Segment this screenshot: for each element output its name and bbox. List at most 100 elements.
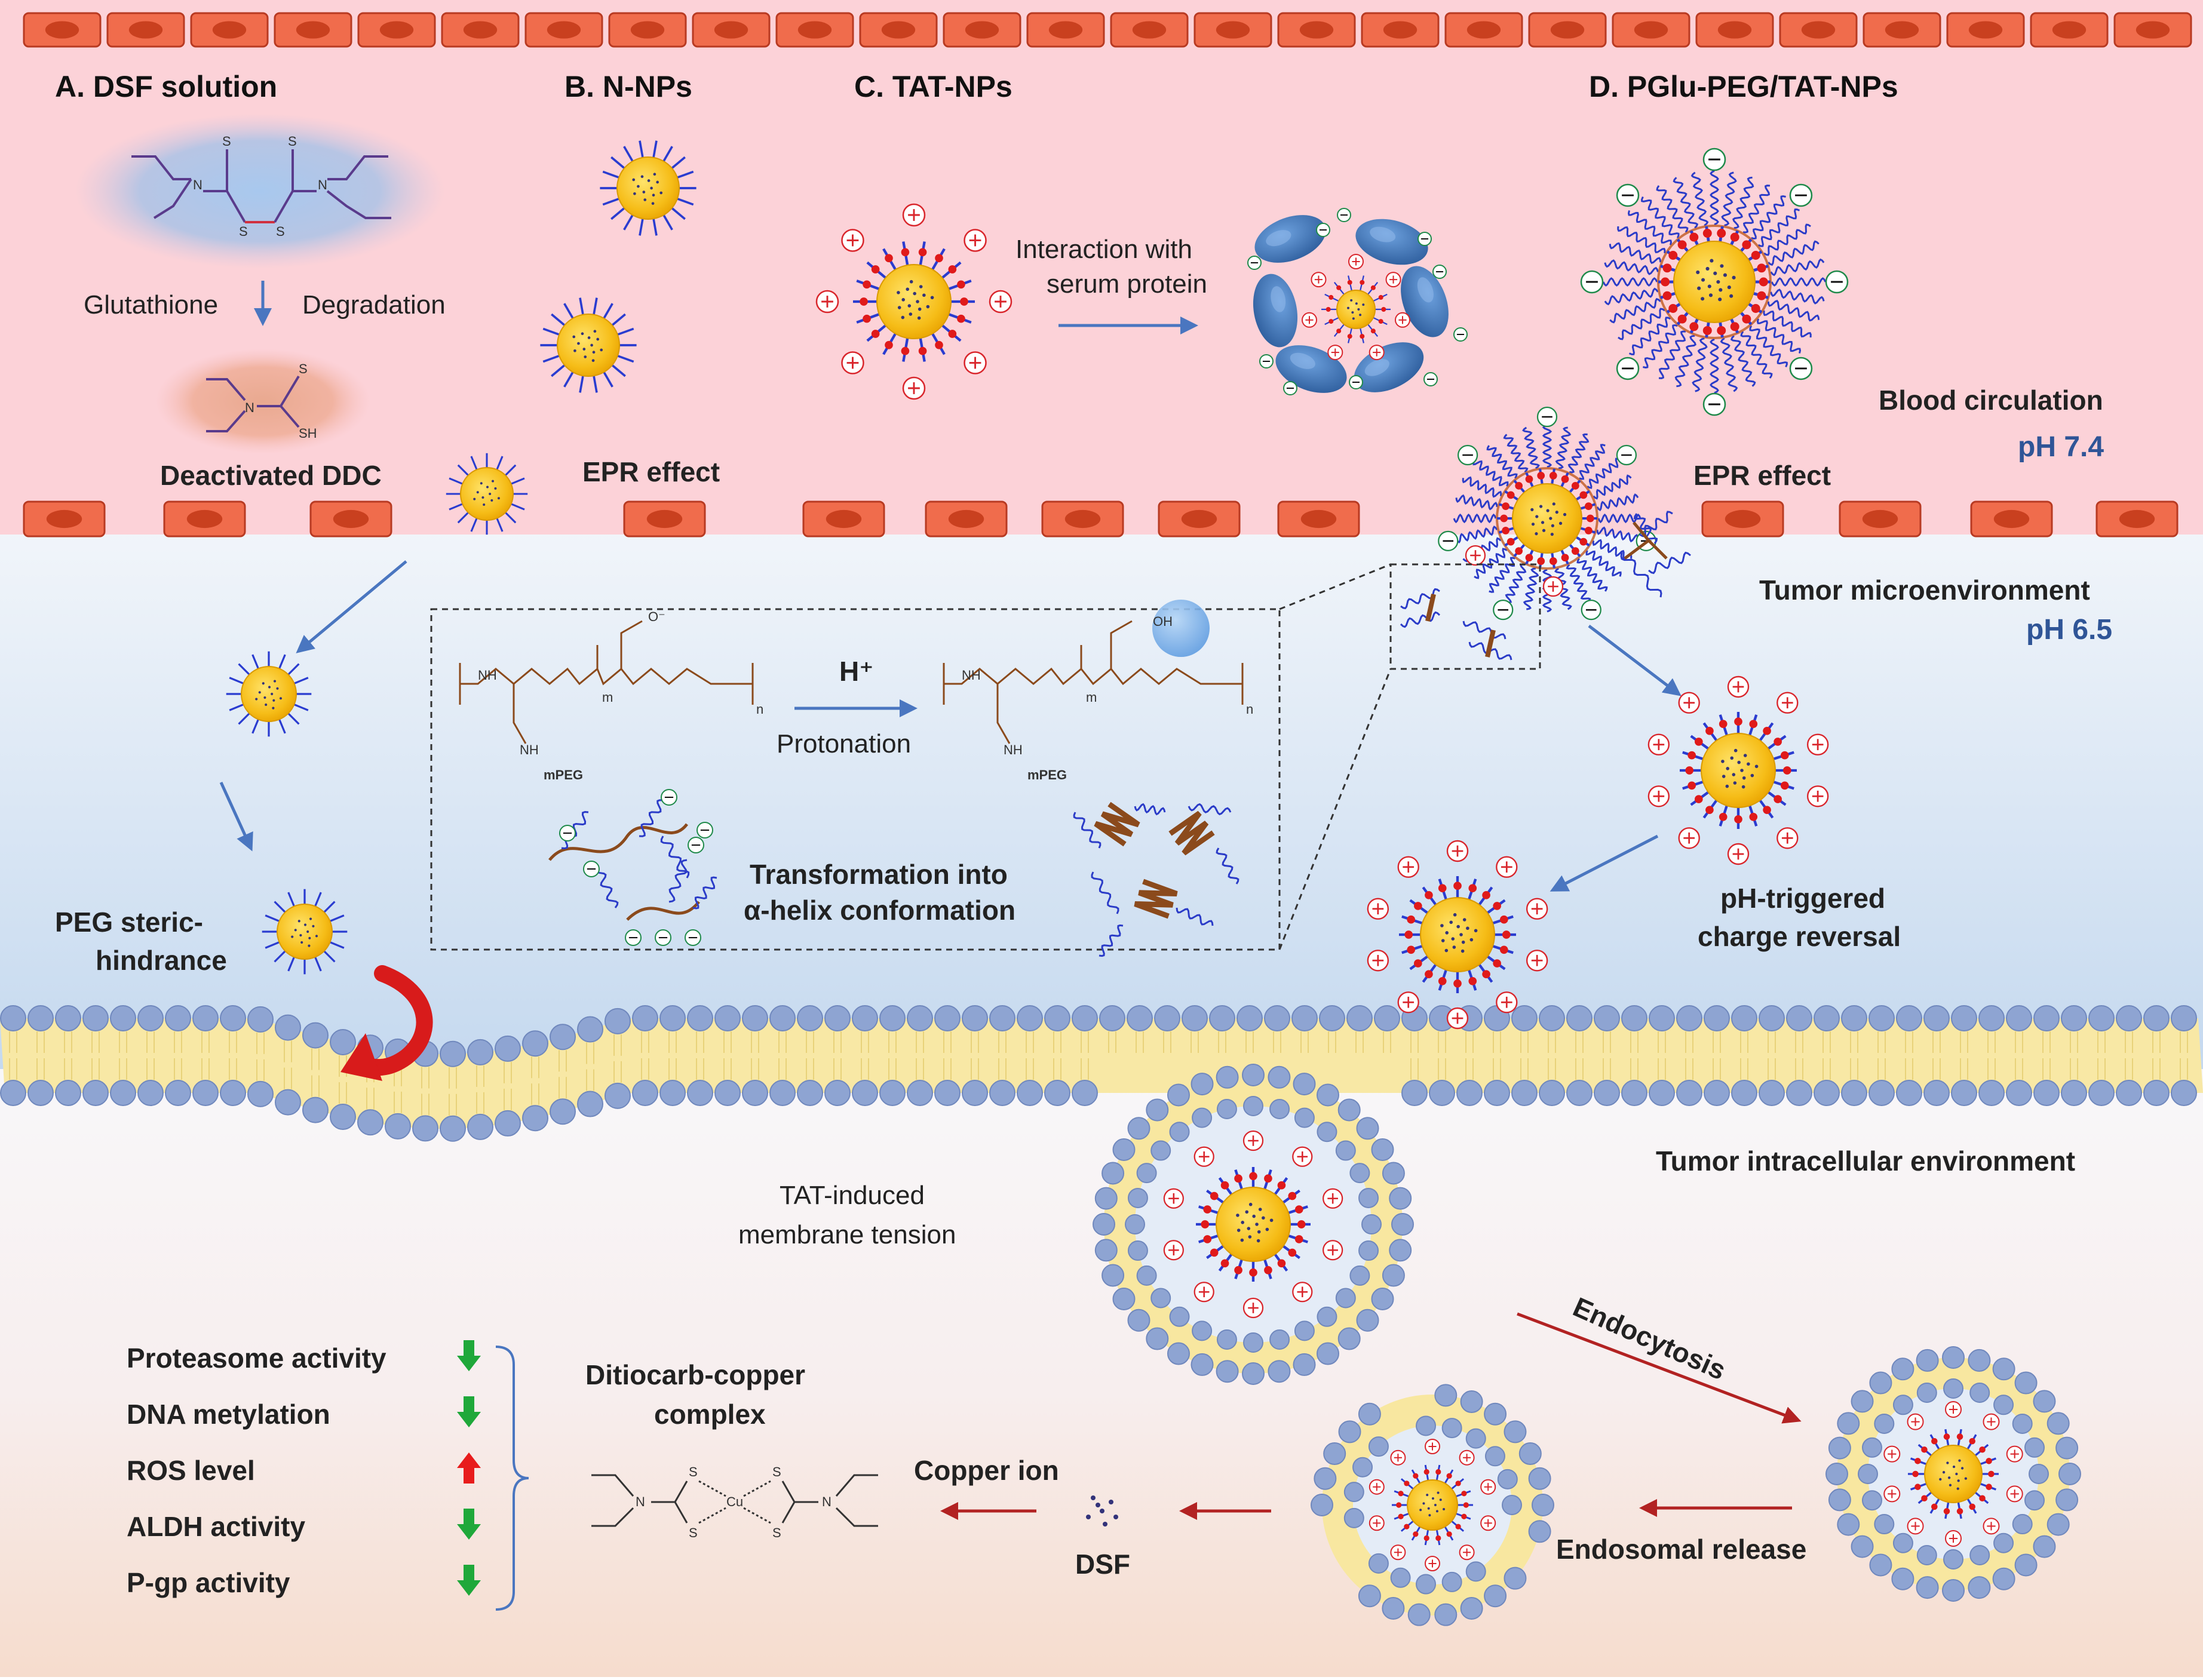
lipid-head: [2055, 1488, 2079, 1512]
lipid-head: [1676, 1080, 1702, 1106]
peg-chain: [449, 503, 463, 511]
tat-peptide-dot: [1757, 291, 1766, 300]
peg-wave: [1579, 444, 1606, 480]
blood-vessel-region: [0, 0, 2203, 535]
cell-nucleus: [1300, 509, 1337, 529]
lipid-head: [1368, 1553, 1389, 1574]
lipid-head: [522, 1105, 548, 1132]
lipid-head: [1317, 1306, 1337, 1327]
lipid-head: [1916, 1576, 1939, 1599]
peg-chain: [293, 704, 309, 711]
peg-chain: [323, 950, 336, 963]
microenvironment-region: [0, 532, 2203, 1069]
dsf-atom-s-4: S: [276, 224, 285, 239]
lipid-head: [2046, 1513, 2070, 1536]
lipid-head: [1072, 1005, 1098, 1031]
lipid-head: [1814, 1080, 1840, 1106]
tat-peptide-dot: [1702, 325, 1712, 335]
lipid-head: [714, 1080, 741, 1106]
ddc-molecule: [206, 375, 300, 432]
np-core: [241, 666, 297, 722]
drug-dot: [909, 312, 913, 316]
drug-dot: [930, 296, 934, 300]
np-core: [277, 904, 333, 960]
tat-peptide-dot: [1561, 554, 1569, 562]
drug-dot: [1956, 1487, 1959, 1490]
tat-peptide-dot: [1425, 970, 1433, 978]
lipid-head: [0, 1080, 26, 1106]
tat-peptide-dot: [1695, 738, 1703, 746]
tat-peptide-dot: [1499, 945, 1508, 954]
section-b-title: B. N-NPs: [564, 70, 692, 103]
peg-wave: [1489, 557, 1515, 593]
lipid-head: [1969, 1382, 1990, 1403]
drug-dot: [1726, 767, 1729, 770]
peg-wave: [1585, 550, 1622, 577]
lipid-head: [1349, 1163, 1370, 1184]
peg-wave: [1768, 240, 1820, 266]
tat-peptide-dot: [1571, 547, 1579, 555]
tat-peptide-dot: [1502, 502, 1510, 511]
lipid-head: [1896, 1080, 1922, 1106]
effect-label: P-gp activity: [127, 1567, 290, 1598]
lipid-head: [1891, 1567, 1914, 1590]
lipid-head: [1594, 1005, 1620, 1031]
effect-label: DNA metylation: [127, 1399, 330, 1430]
drug-dot: [1427, 1507, 1430, 1510]
lipid-head: [2058, 1463, 2081, 1485]
tat-peptide-dot: [863, 280, 871, 289]
np-core: [557, 314, 620, 377]
drug-dot: [490, 499, 493, 502]
tat-peptide-dot: [1438, 884, 1447, 893]
n-np-particle: [446, 453, 528, 535]
lipid-head: [467, 1039, 493, 1065]
drug-dot: [1434, 1504, 1437, 1506]
lipid-head: [1504, 1567, 1527, 1590]
lipid-head: [1649, 1005, 1675, 1031]
effect-label: ALDH activity: [127, 1511, 305, 1542]
lipid-head: [1566, 1005, 1593, 1031]
lipid-head: [1528, 1467, 1551, 1490]
drug-dot: [299, 933, 302, 937]
drug-dot: [656, 180, 659, 184]
tat-peptide-dot: [901, 248, 910, 257]
tat-peptide-dot: [1413, 1473, 1419, 1479]
tat-peptide-dot: [1502, 930, 1511, 939]
tat-peptide-dot: [1493, 902, 1501, 910]
drug-dot: [1440, 924, 1444, 927]
cell-nucleus: [296, 21, 330, 39]
drug-dot: [1461, 940, 1465, 944]
lipid-head: [1146, 1098, 1169, 1122]
tat-peptide-dot: [1506, 491, 1515, 499]
tat-peptide-dot: [1702, 229, 1712, 238]
lipid-head: [577, 1016, 603, 1043]
ddc-atom-s: S: [299, 361, 308, 376]
lipid-head: [1382, 1264, 1405, 1287]
drug-dot: [1459, 933, 1463, 936]
alpha-helix: [1168, 810, 1215, 856]
lipid-head: [2024, 1490, 2045, 1511]
drug-dot: [272, 707, 275, 710]
drug-dot: [262, 682, 265, 685]
tat-peptide-dot: [1956, 1433, 1963, 1440]
diffusion-arrow-1: [296, 560, 407, 653]
membrane-lipid-heads: [0, 1005, 2197, 1142]
peg-wave: [1216, 847, 1239, 884]
lipid-head: [1154, 1005, 1180, 1031]
drug-dot: [1531, 523, 1535, 526]
tat-peptide-dot: [1668, 304, 1678, 313]
peg-chain: [602, 198, 619, 206]
drug-dot: [312, 925, 315, 927]
peg-wave: [1767, 300, 1820, 322]
tat-peptide-dot: [1515, 547, 1523, 555]
tat-peptide-dot: [935, 340, 943, 349]
peg-wave: [1073, 812, 1102, 849]
drug-dot: [494, 487, 497, 490]
tat-peptide-dot: [1499, 915, 1508, 924]
drug-dot: [916, 300, 919, 303]
peg-wave: [692, 876, 717, 910]
drug-dot: [1258, 1208, 1262, 1211]
cell-membrane-interior: [0, 1018, 2203, 1129]
lipid-head: [1594, 1080, 1620, 1106]
cell-nucleus: [128, 21, 163, 39]
